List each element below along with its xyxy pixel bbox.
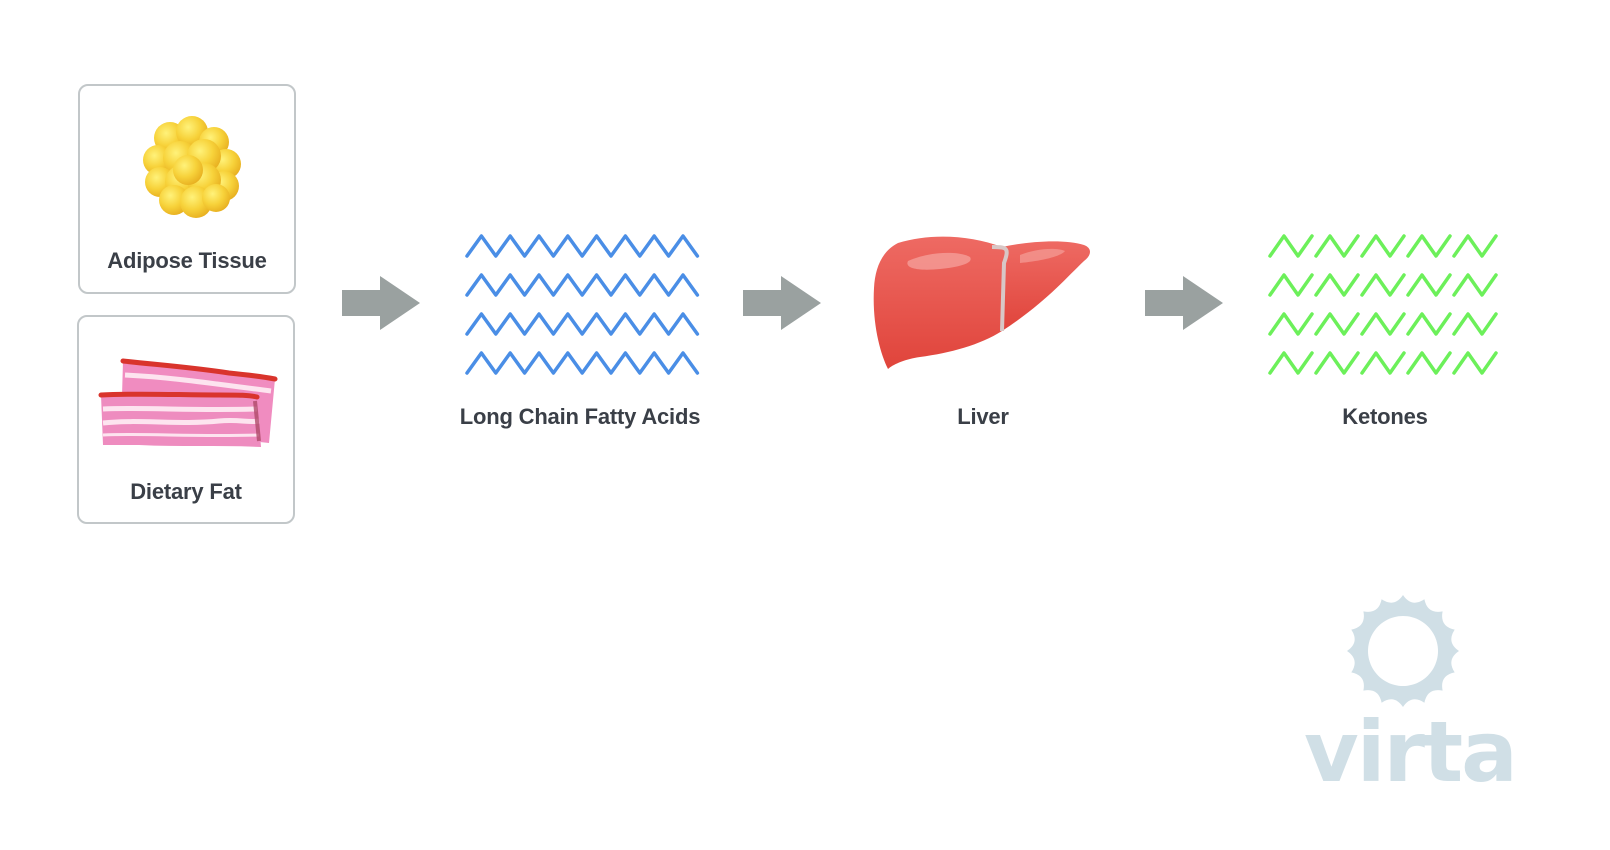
adipose-tissue-card: Adipose Tissue	[78, 84, 296, 294]
ketone-chain	[1406, 312, 1452, 336]
arrow-right-icon	[342, 276, 420, 330]
ketone-chain	[1268, 312, 1314, 336]
ketone-chain	[1268, 273, 1314, 297]
fat-cell	[202, 184, 230, 212]
fat-cell-cluster-icon	[143, 116, 241, 218]
fatty-acid-chain	[465, 351, 700, 375]
arrow-right-icon	[743, 276, 821, 330]
fatty-acid-chain	[465, 273, 700, 297]
zigzag-chains-icon	[465, 234, 700, 375]
logo-text: virta	[1304, 703, 1518, 801]
ketone-chain	[1360, 273, 1406, 297]
ketone-chain	[1360, 351, 1406, 375]
ketone-chain	[1452, 273, 1498, 297]
ketone-chain	[1314, 273, 1360, 297]
ketones-label: Ketones	[1342, 404, 1428, 429]
virta-logo: virta	[1300, 592, 1518, 817]
ketone-chain	[1314, 234, 1360, 258]
ketone-chain	[1268, 351, 1314, 375]
sun-shape	[1347, 595, 1459, 707]
liver-icon	[873, 236, 1090, 369]
ketone-chain	[1406, 351, 1452, 375]
fatty-acid-chain	[465, 234, 700, 258]
dietary-fat-label: Dietary Fat	[130, 479, 242, 504]
ketone-chain	[1314, 351, 1360, 375]
ketone-chain	[1268, 234, 1314, 258]
ketone-chain	[1360, 312, 1406, 336]
ketone-chain	[1314, 312, 1360, 336]
arrow-right-icon	[1145, 276, 1223, 330]
fat-cell	[173, 155, 203, 185]
dietary-fat-card: Dietary Fat	[77, 315, 295, 524]
liver-label: Liver	[957, 404, 1009, 429]
ketone-chain	[1406, 234, 1452, 258]
long-chain-fatty-acids-label: Long Chain Fatty Acids	[459, 404, 701, 429]
short-zigzag-chains-icon	[1268, 234, 1498, 375]
ketone-chain	[1452, 234, 1498, 258]
ketone-chain	[1360, 234, 1406, 258]
sun-icon	[1347, 595, 1459, 707]
adipose-tissue-label: Adipose Tissue	[107, 248, 267, 273]
ketone-chain	[1406, 273, 1452, 297]
ketone-chain	[1452, 351, 1498, 375]
bacon-icon	[98, 358, 278, 447]
fatty-acid-chain	[465, 312, 700, 336]
ketone-chain	[1452, 312, 1498, 336]
